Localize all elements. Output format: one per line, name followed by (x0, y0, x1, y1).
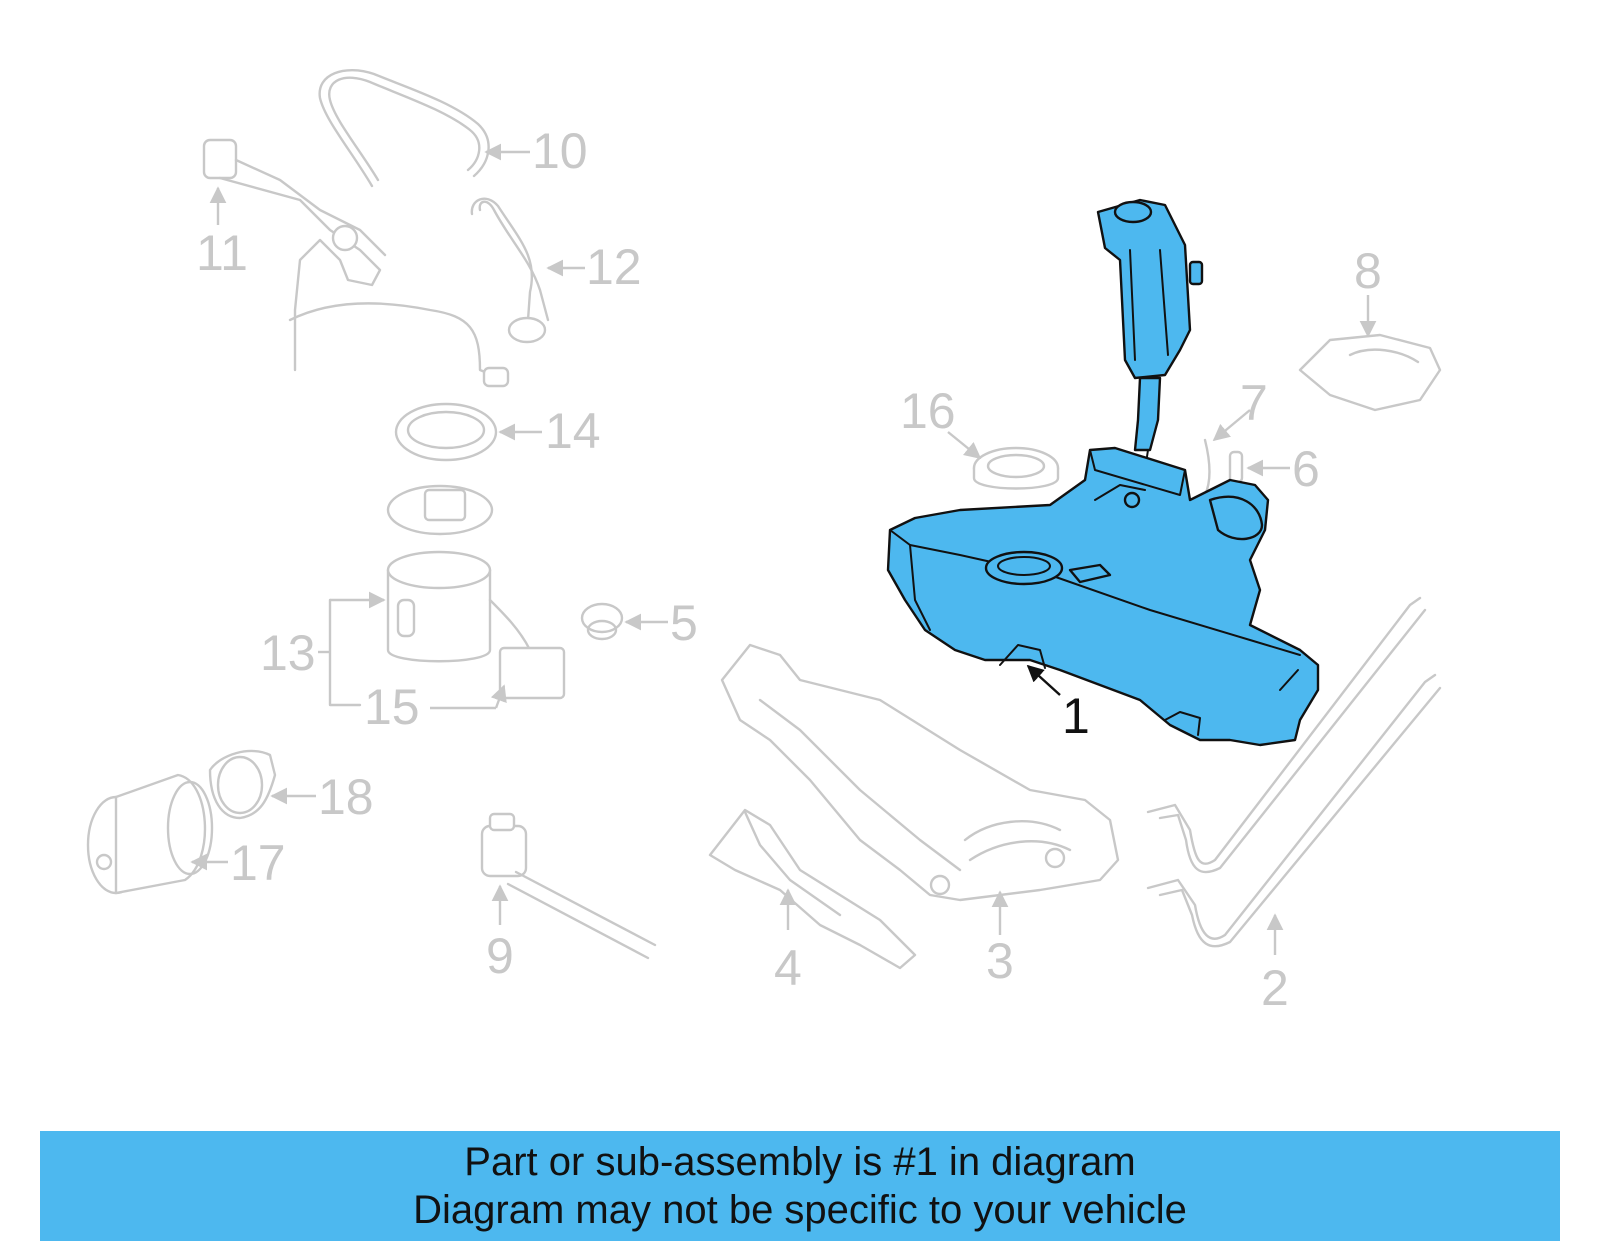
part-9-filler-neck-line: 9 (480, 812, 657, 984)
part-2-tank-straps: 2 (1146, 596, 1442, 1016)
part-1-fuel-tank-highlighted: 1 (886, 198, 1320, 747)
label-3: 3 (986, 933, 1014, 989)
part-8-tank-cover: 8 (1298, 243, 1442, 412)
label-1: 1 (1062, 688, 1090, 744)
label-7: 7 (1240, 375, 1268, 431)
banner-line-1: Part or sub-assembly is #1 in diagram (464, 1140, 1136, 1184)
banner-line-2: Diagram may not be specific to your vehi… (413, 1188, 1187, 1232)
part-11-breather-line: 11 (196, 138, 510, 388)
label-14: 14 (545, 403, 601, 459)
part-18-filter-bracket: 18 (208, 749, 374, 825)
label-2: 2 (1261, 960, 1289, 1016)
label-6: 6 (1292, 441, 1320, 497)
label-18: 18 (318, 769, 374, 825)
info-banner: Part or sub-assembly is #1 in diagram Di… (40, 1131, 1560, 1241)
label-4: 4 (774, 940, 802, 996)
label-10: 10 (532, 123, 588, 179)
label-5: 5 (670, 595, 698, 651)
label-12: 12 (586, 239, 642, 295)
part-4-support-bracket: 4 (708, 808, 917, 996)
part-12-filler-hose: 12 (470, 197, 642, 344)
label-13: 13 (260, 625, 316, 681)
part-10-vent-hose: 10 (318, 69, 588, 188)
part-16-lock-ring: 16 (900, 383, 1060, 490)
part-5-grommet: 5 (580, 595, 698, 651)
label-8: 8 (1354, 243, 1382, 299)
label-15: 15 (364, 679, 420, 735)
part-3-heat-shield: 3 (720, 643, 1120, 989)
label-11: 11 (196, 225, 248, 281)
part-17-fuel-filter: 17 (86, 773, 286, 895)
part-13-fuel-pump-module: 13 15 (260, 484, 566, 735)
label-16: 16 (900, 383, 956, 439)
label-9: 9 (486, 928, 514, 984)
label-17: 17 (230, 835, 286, 891)
part-14-seal-ring: 14 (394, 402, 601, 462)
